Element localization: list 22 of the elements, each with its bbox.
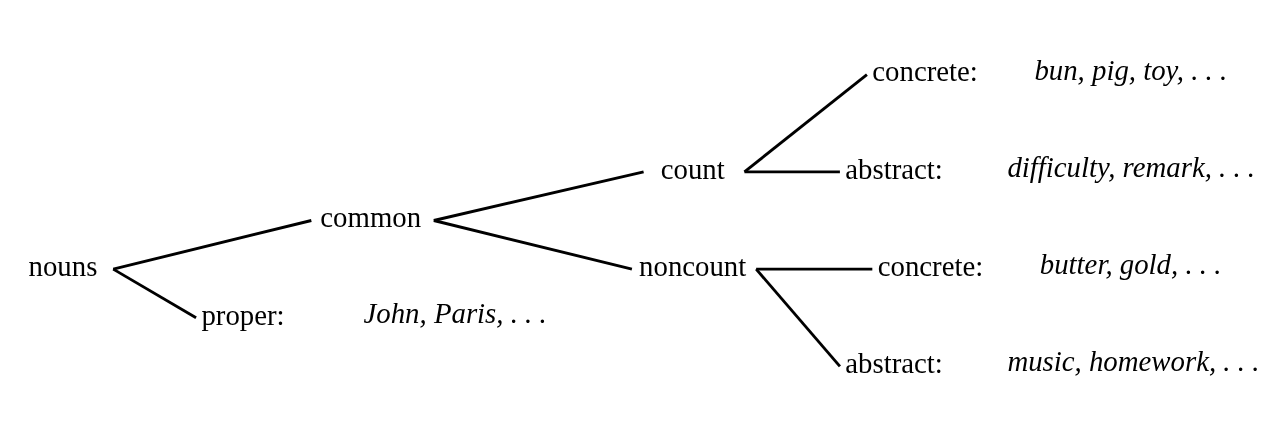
node-text: concrete: (877, 249, 984, 282)
connector (433, 170, 644, 222)
connector (743, 73, 868, 173)
connector (756, 267, 873, 271)
node-text: common (320, 201, 422, 234)
node-text: count (660, 152, 725, 185)
connector (755, 268, 841, 368)
connector (112, 267, 197, 319)
node-label: butter, gold, . . . (1039, 248, 1222, 281)
node-label: John, Paris, . . . (363, 296, 547, 329)
node-label: bun, pig, toy, . . . (1034, 53, 1228, 86)
node-text: proper: (201, 298, 285, 331)
node-text: nouns (28, 249, 98, 282)
connector (744, 170, 840, 174)
node-text: concrete: (872, 55, 978, 88)
node-label: difficulty, remark, . . . (1007, 150, 1256, 183)
node-text: abstract: (845, 152, 943, 185)
connector (112, 219, 312, 271)
node-text: noncount (639, 249, 747, 282)
node-text: abstract: (845, 347, 943, 380)
connector (433, 219, 633, 271)
node-label: music, homework, . . . (1007, 345, 1260, 378)
